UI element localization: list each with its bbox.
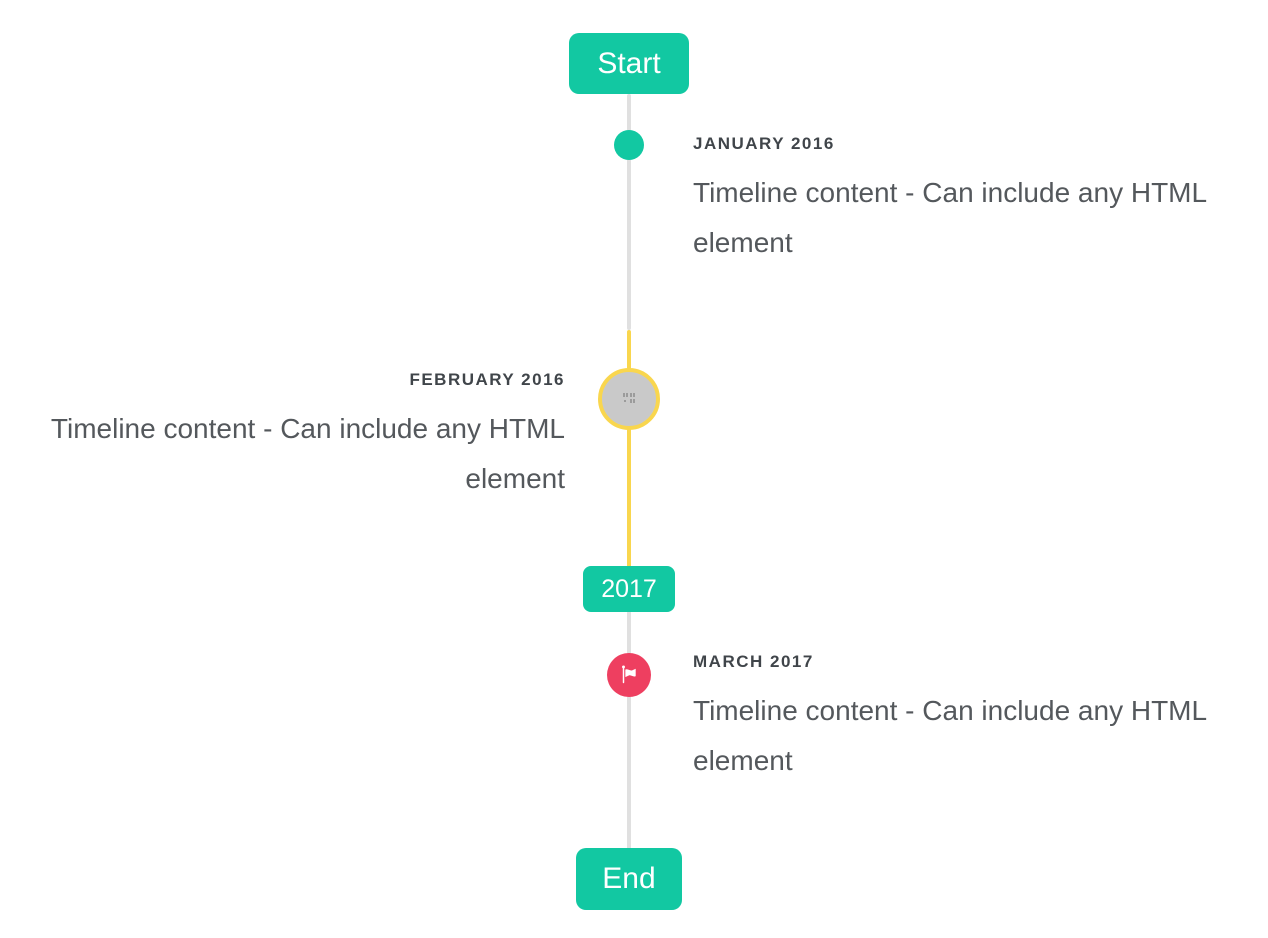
- timeline-marker-dot[interactable]: [614, 130, 644, 160]
- timeline-marker-flag[interactable]: [607, 653, 651, 697]
- timeline-line-segment-highlighted: [627, 330, 631, 568]
- entry-content-text: Timeline content - Can include any HTML …: [693, 177, 1207, 258]
- entry-date-label: JANUARY 2016: [693, 134, 835, 153]
- year-badge-button[interactable]: 2017: [583, 566, 675, 612]
- entry-date-label: MARCH 2017: [693, 652, 814, 671]
- timeline-marker-highlighted[interactable]: [598, 368, 660, 430]
- timeline-entry-january-2016: JANUARY 2016 Timeline content - Can incl…: [693, 134, 1228, 268]
- timeline-line-segment-bottom: [627, 611, 631, 853]
- entry-content-text: Timeline content - Can include any HTML …: [693, 695, 1207, 776]
- timeline-entry-february-2016: FEBRUARY 2016 Timeline content - Can inc…: [30, 370, 565, 504]
- broken-image-icon: [621, 392, 637, 406]
- start-button[interactable]: Start: [569, 33, 689, 94]
- entry-date-label: FEBRUARY 2016: [409, 370, 565, 389]
- flag-icon: [618, 664, 640, 686]
- entry-content-text: Timeline content - Can include any HTML …: [50, 413, 565, 494]
- timeline-line-segment-top: [627, 94, 631, 330]
- end-button[interactable]: End: [576, 848, 682, 910]
- timeline-entry-march-2017: MARCH 2017 Timeline content - Can includ…: [693, 652, 1228, 786]
